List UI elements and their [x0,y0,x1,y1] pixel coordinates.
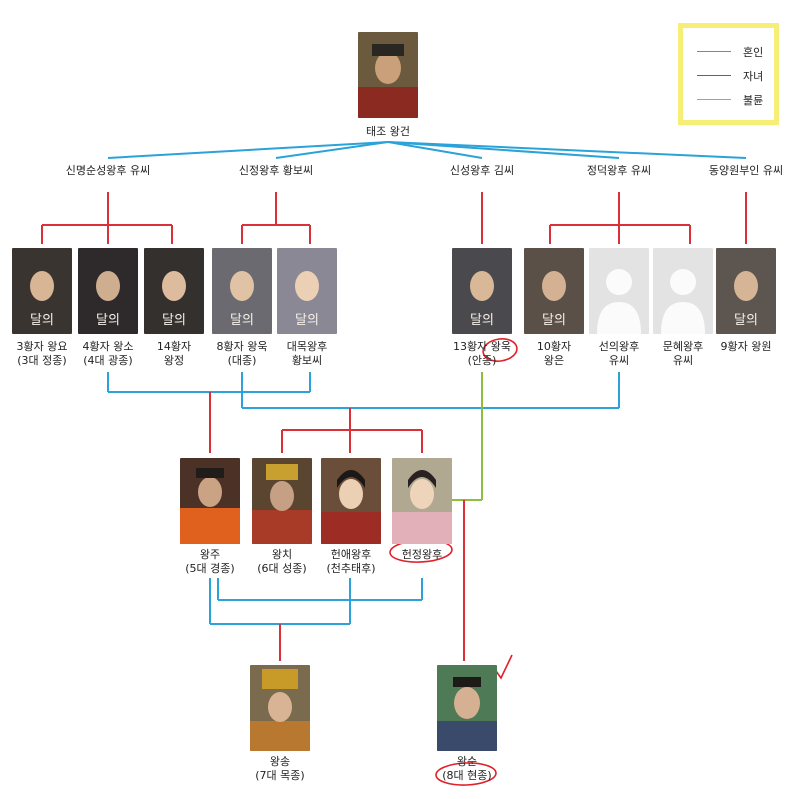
gen3-sub: (7대 목종) [255,769,305,782]
gen3-name: 왕순 [456,755,478,768]
portrait-gen1-placeholder [589,248,649,334]
consort-name: 신정왕후 황보씨 [238,164,314,177]
gen1-sub: 왕정 [163,354,185,367]
portrait-gen2 [180,458,240,544]
gen1-name: 13황자 왕욱 [453,340,511,353]
gen1-name: 4황자 왕소 [82,340,134,353]
gen1-sub: (대종) [227,354,257,367]
gen1-name: 9황자 왕원 [720,340,772,353]
svg-text:달의: 달의 [470,313,494,328]
legend-swatch-affair [697,99,731,100]
legend-item-marriage: 혼인 [697,44,777,59]
portrait-gen1: 달의 [524,248,584,334]
portrait-gen3 [250,665,310,751]
legend-swatch-child [697,75,731,76]
svg-text:달의: 달의 [96,313,120,328]
consort-name: 신성왕후 김씨 [449,164,515,177]
gen1-name: 14황자 [156,340,192,353]
legend-label-child: 자녀 [743,70,764,83]
marriage-lines-root [107,141,747,159]
gen1-sub: (안종) [467,354,497,367]
portrait-gen1: 달의 [12,248,72,334]
marriage-lines-gen1 [107,372,620,409]
gen3-name: 왕송 [269,755,291,768]
consort-name: 동양원부인 유씨 [708,164,784,177]
svg-text:달의: 달의 [734,313,758,328]
portrait-gen2 [392,458,452,544]
consort-name: 신명순성왕후 유씨 [65,164,151,177]
portrait-gen1: 달의 [212,248,272,334]
legend-label-affair: 불륜 [743,94,764,107]
portrait-gen3 [437,665,497,751]
consort-name: 정덕왕후 유씨 [586,164,652,177]
portrait-gen1: 달의 [716,248,776,334]
child-lines-gen3 [279,500,465,661]
child-lines-gen1 [41,192,747,244]
svg-text:달의: 달의 [30,313,54,328]
gen1-sub: (4대 광종) [83,354,133,367]
gen2-name: 왕주 [199,548,221,561]
gen1-sub: (3대 정종) [17,354,67,367]
portrait-gen1-placeholder [653,248,713,334]
portrait-root [358,32,418,118]
svg-text:달의: 달의 [162,313,186,328]
svg-text:달의: 달의 [295,313,319,328]
gen1-name: 대목왕후 [286,340,328,353]
gen2-name: 헌애왕후 [330,548,372,561]
gen1-name: 선의왕후 [598,340,640,353]
portrait-gen2 [252,458,312,544]
marriage-lines-gen2 [209,578,423,625]
gen3-sub: (8대 현종) [442,769,492,782]
annotation-check-mark [495,654,513,680]
portrait-gen1: 달의 [452,248,512,334]
gen1-sub: 유씨 [608,354,630,367]
gen1-name: 8황자 왕욱 [216,340,268,353]
affair-line [452,372,483,501]
gen2-name: 헌정왕후 [401,548,443,561]
annotation-circle-hyeonjong [435,762,497,786]
portrait-gen1: 달의 [78,248,138,334]
legend-box: 혼인 자녀 불륜 [678,23,779,125]
legend-item-affair: 불륜 [697,92,777,107]
gen2-sub: (천추태후) [326,562,376,575]
legend-item-child: 자녀 [697,68,777,83]
svg-text:달의: 달의 [542,313,566,328]
legend-swatch-marriage [697,51,731,52]
portrait-gen2 [321,458,381,544]
gen1-sub: 황보씨 [291,354,323,367]
root-name: 태조 왕건 [366,125,410,138]
gen1-sub: 왕은 [543,354,565,367]
child-lines-gen2 [209,392,423,453]
gen1-name: 3황자 왕요 [16,340,68,353]
svg-text:달의: 달의 [230,313,254,328]
gen1-name: 10황자 [536,340,572,353]
gen1-sub: 유씨 [672,354,694,367]
gen2-name: 왕치 [271,548,293,561]
gen2-sub: (5대 경종) [185,562,235,575]
legend-label-marriage: 혼인 [743,46,764,59]
gen1-name: 문혜왕후 [662,340,704,353]
portrait-gen1: 달의 [144,248,204,334]
annotation-circle-wangwook [482,338,518,362]
gen2-sub: (6대 성종) [257,562,307,575]
portrait-gen1: 달의 [277,248,337,334]
